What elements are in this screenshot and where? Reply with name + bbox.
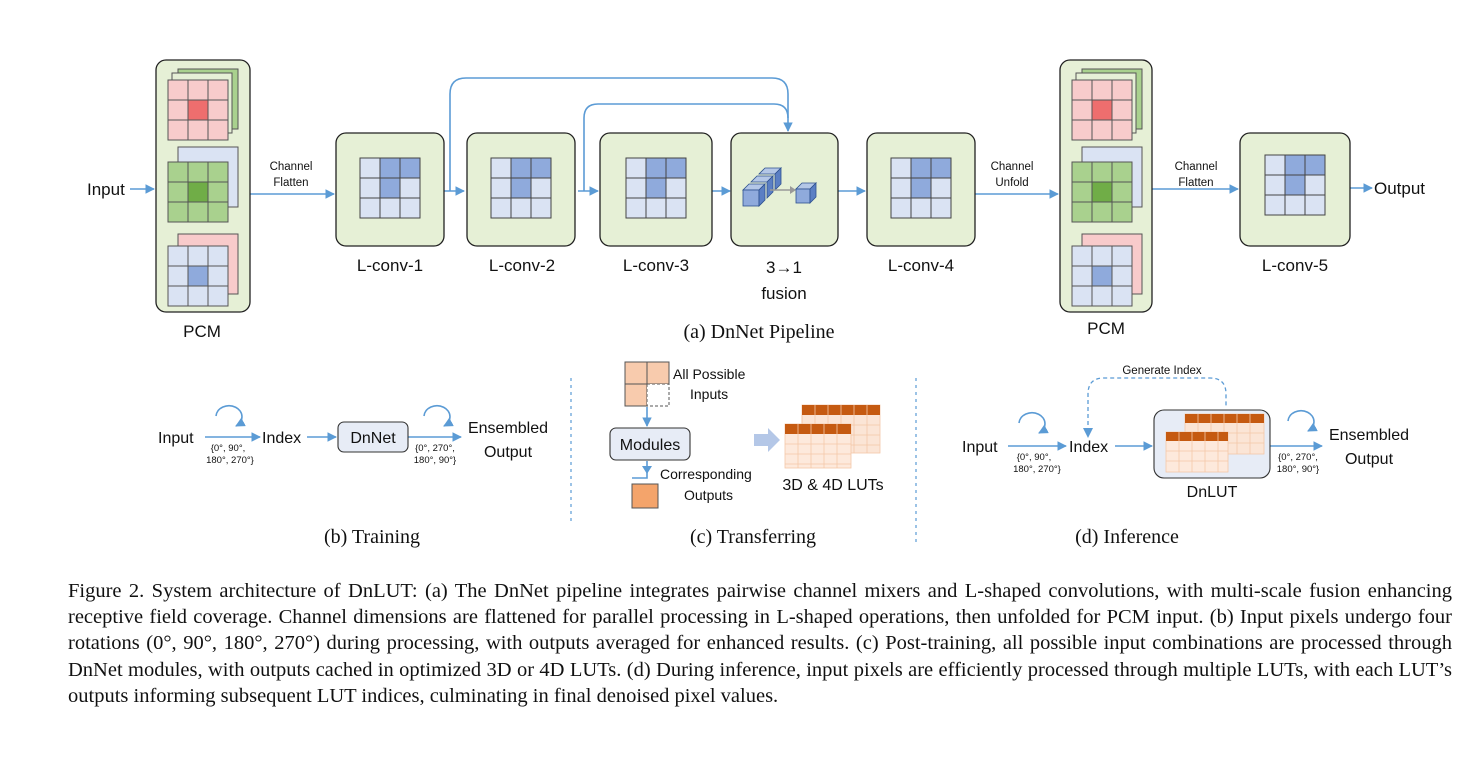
architecture-figure: Input Output PCM PCM Channel Flatten Cha… xyxy=(87,59,1425,548)
generate-index-label: Generate Index xyxy=(1122,365,1202,377)
lconv-5-block xyxy=(1239,132,1351,247)
inference-caption: (d) Inference xyxy=(1075,526,1179,548)
inference-output-label: Output xyxy=(1345,451,1394,468)
channel-label-2: Channel xyxy=(991,161,1034,173)
rotation-icon-inference-out xyxy=(1287,409,1318,432)
lconv-4-block xyxy=(866,132,976,247)
generate-index-arrowhead xyxy=(1083,428,1093,438)
fusion-label: fusion xyxy=(761,284,806,303)
output-cell xyxy=(631,483,659,509)
pipeline: Input Output PCM PCM Channel Flatten Cha… xyxy=(87,59,1425,343)
dnlut-tables xyxy=(1165,413,1265,473)
training-input-label: Input xyxy=(158,430,194,447)
lut-tables xyxy=(784,404,881,469)
transferring-panel: Modules All Possible Inputs Correspondin… xyxy=(609,361,884,548)
lconv-1-label: L-conv-1 xyxy=(357,256,423,275)
transferring-caption: (c) Transferring xyxy=(690,526,816,548)
skip-arrow-lconv2 xyxy=(583,103,789,191)
pipeline-caption: (a) DnNet Pipeline xyxy=(683,321,834,343)
inference-rot-out-1: {0°, 270°, xyxy=(1278,452,1318,463)
training-rot-in-2: 180°, 270°} xyxy=(206,455,254,466)
inference-rot-out-2: 180°, 90°} xyxy=(1277,464,1319,475)
pcm-right-grids xyxy=(1071,68,1143,307)
training-panel: DnNet Input Index Ensembled Output {0°, … xyxy=(158,404,548,548)
rotation-icon-inference-in xyxy=(1018,411,1049,434)
lconv-3-label: L-conv-3 xyxy=(623,256,689,275)
fusion-block xyxy=(730,132,839,247)
corresponding-label: Corresponding xyxy=(660,466,752,482)
inference-rot-in-1: {0°, 90°, xyxy=(1017,452,1052,463)
training-rot-out-1: {0°, 270°, xyxy=(415,443,455,454)
training-caption: (b) Training xyxy=(324,526,420,548)
luts-label: 3D & 4D LUTs xyxy=(782,477,883,494)
pcm-label-right: PCM xyxy=(1087,319,1125,338)
training-output-label: Output xyxy=(484,444,533,461)
pcm-label-left: PCM xyxy=(183,322,221,341)
rotation-icon-training-in xyxy=(215,404,246,427)
lconv-5-label: L-conv-5 xyxy=(1262,256,1328,275)
arrow-head-modules xyxy=(642,466,652,474)
inference-input-label: Input xyxy=(962,439,998,456)
flatten-label-2: Flatten xyxy=(1178,177,1213,189)
all-inputs-grid xyxy=(624,361,670,407)
pipeline-output-label: Output xyxy=(1374,179,1425,198)
pcm-left-grids xyxy=(167,68,239,307)
pipeline-arrows xyxy=(130,77,1373,199)
modules-label: Modules xyxy=(620,437,680,454)
lconv-3-block xyxy=(599,132,713,247)
rotation-icon-training-out xyxy=(423,404,454,427)
dnnet-box xyxy=(337,421,409,453)
unfold-label: Unfold xyxy=(995,177,1028,189)
training-rot-out-2: 180°, 90°} xyxy=(414,455,456,466)
fusion-ratio-label: 3→1 xyxy=(766,258,802,277)
pipeline-input-label: Input xyxy=(87,180,125,199)
training-rot-in-1: {0°, 90°, xyxy=(211,443,246,454)
channel-label-3: Channel xyxy=(1175,161,1218,173)
training-index-label: Index xyxy=(262,430,301,447)
all-possible-label: All Possible xyxy=(673,366,746,382)
lconv-2-label: L-conv-2 xyxy=(489,256,555,275)
dnnet-label: DnNet xyxy=(350,430,396,447)
transfer-block-arrow xyxy=(754,428,780,452)
lconv-1-block xyxy=(335,132,445,247)
training-ensembled-label: Ensembled xyxy=(468,420,548,437)
figure-caption: Figure 2. System architecture of DnLUT: … xyxy=(68,580,1452,707)
modules-box xyxy=(609,427,691,461)
inference-panel: Generate Index DnLUT Input Index Ensembl… xyxy=(962,365,1409,548)
skip-arrow-lconv1 xyxy=(449,77,793,191)
inference-ensembled-label: Ensembled xyxy=(1329,427,1409,444)
dnlut-label: DnLUT xyxy=(1187,484,1238,501)
lconv-4-label: L-conv-4 xyxy=(888,256,954,275)
generate-index-loop xyxy=(1087,377,1227,432)
flatten-label-1: Flatten xyxy=(273,177,308,189)
channel-label-1: Channel xyxy=(270,161,313,173)
inference-rot-in-2: 180°, 270°} xyxy=(1013,464,1061,475)
inference-index-label: Index xyxy=(1069,439,1108,456)
outputs-label: Outputs xyxy=(684,487,733,503)
inputs-label: Inputs xyxy=(690,386,728,402)
lconv-2-block xyxy=(466,132,576,247)
